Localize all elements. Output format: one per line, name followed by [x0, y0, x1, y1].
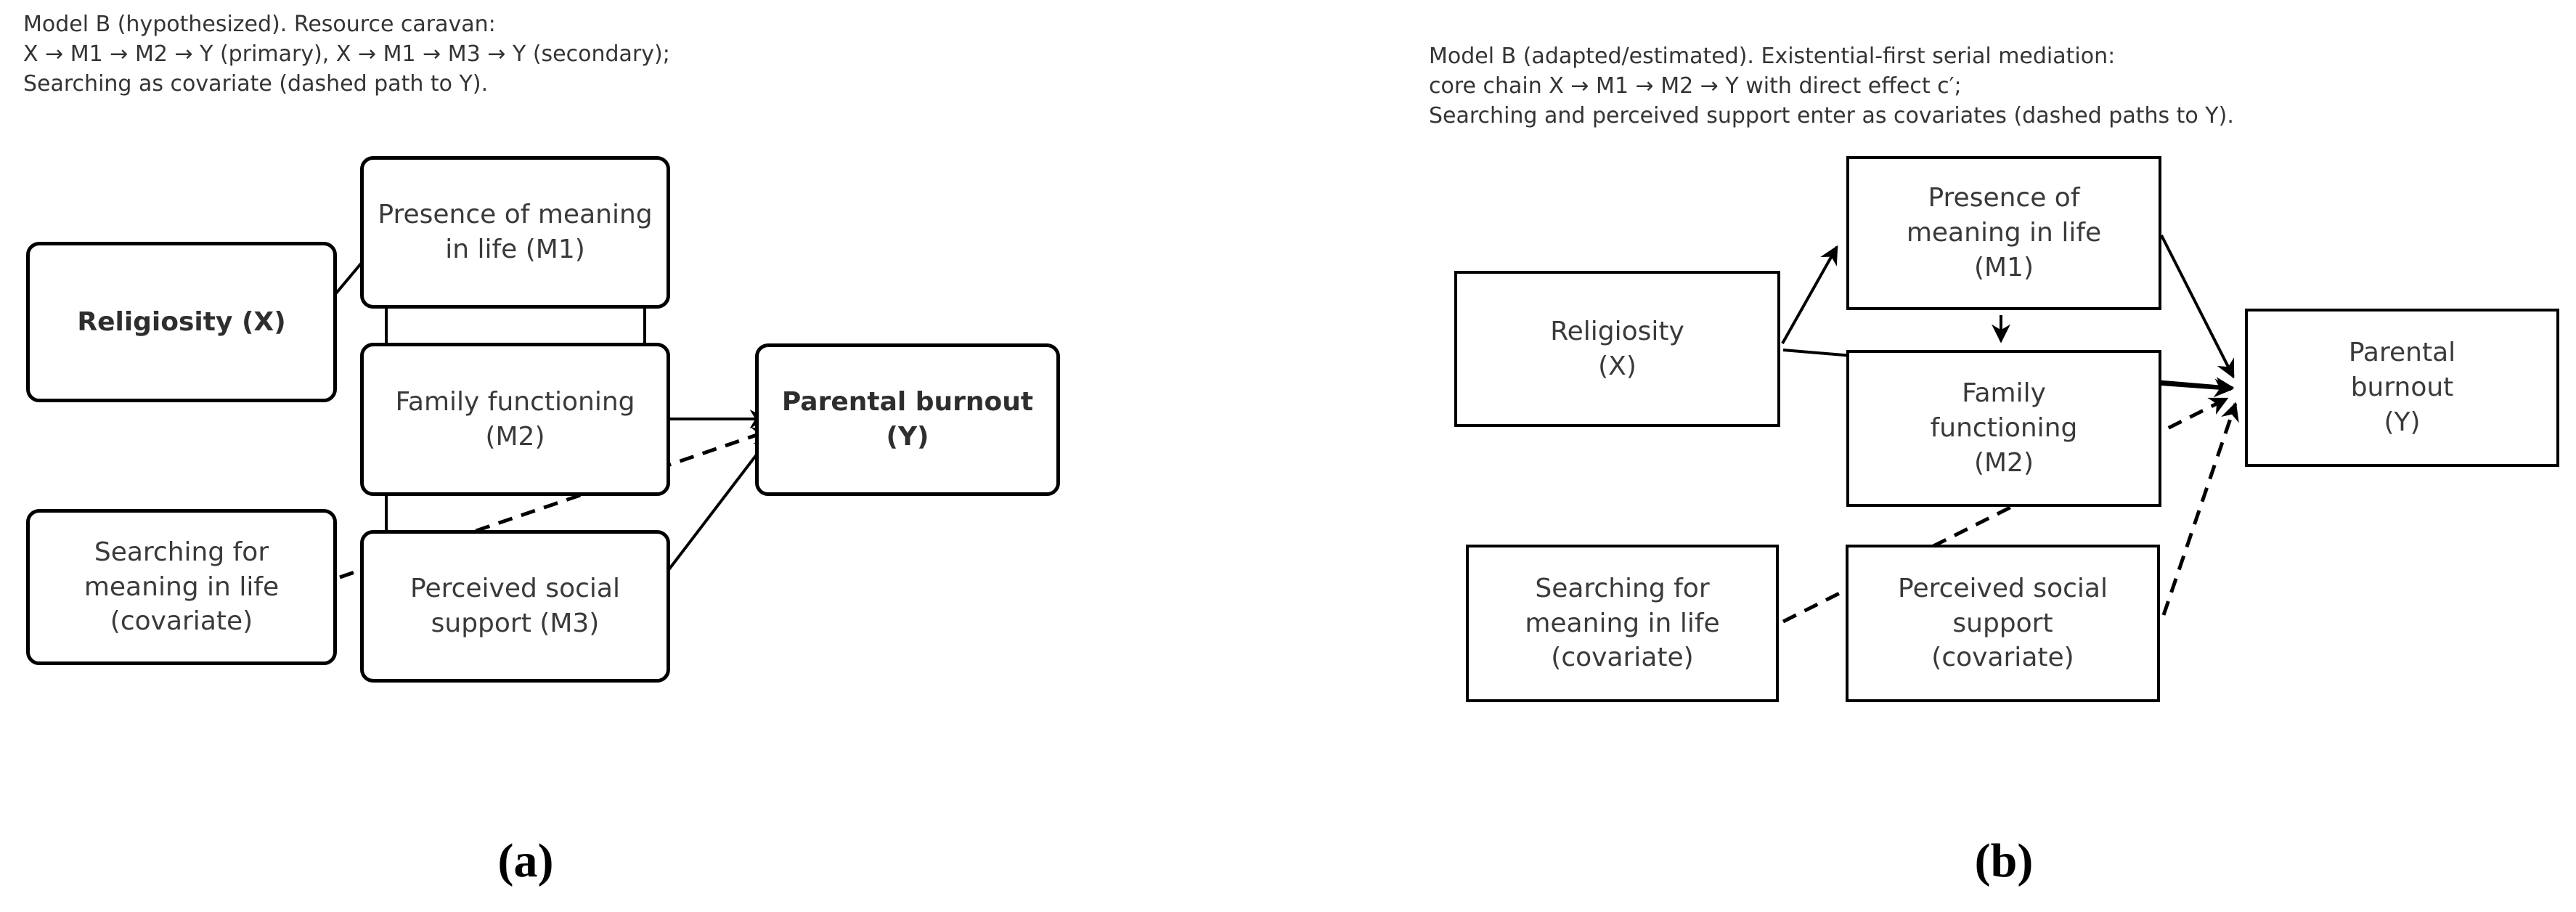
panel-a-header: Model B (hypothesized). Resource caravan… [23, 12, 670, 97]
panel-a-box-parental-burnout-y: Parental burnout (Y) [755, 343, 1060, 496]
panel-b-caption: (b) [1974, 834, 2034, 887]
panel-b-box-parental-burnout-y: Parental burnout (Y) [2245, 309, 2559, 467]
panel-b-header: Model B (adapted/estimated). Existential… [1429, 44, 2234, 129]
arrow-b-m1-to-y [2160, 235, 2235, 379]
panel-a-caption: (a) [497, 834, 554, 887]
panel-b-box-religiosity-x: Religiosity (X) [1454, 271, 1780, 427]
panel-b-box-presence-meaning-m1: Presence of meaning in life (M1) [1846, 156, 2161, 310]
panel-a-box-religiosity-x: Religiosity (X) [26, 242, 337, 402]
arrow-b-x-to-m1 [1781, 245, 1838, 344]
panel-a-box-searching-covariate: Searching for meaning in life (covariate… [26, 509, 337, 665]
panel-b-box-perceived-covariate: Perceived social support (covariate) [1846, 545, 2160, 702]
arrow-b-m2-to-y [2161, 378, 2233, 398]
arrow-b-perceived-to-y [2161, 402, 2239, 616]
panel-b-box-family-functioning-m2: Family functioning (M2) [1846, 350, 2161, 507]
panel-b-box-searching-covariate: Searching for meaning in life (covariate… [1466, 545, 1779, 702]
panel-a-box-presence-meaning-m1: Presence of meaning in life (M1) [360, 156, 670, 309]
panel-a-box-perceived-support-m3: Perceived social support (M3) [360, 530, 670, 683]
panel-a-box-family-functioning-m2: Family functioning (M2) [360, 343, 670, 496]
